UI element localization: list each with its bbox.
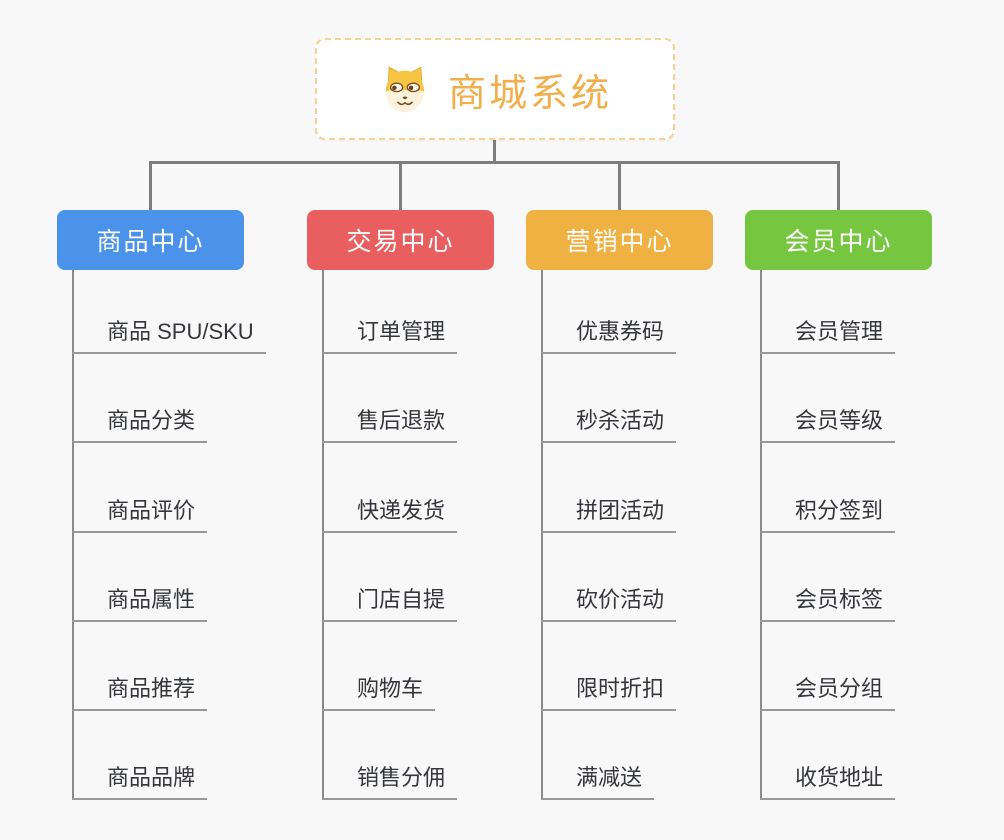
leaf-node[interactable]: 商品分类 xyxy=(72,409,208,443)
branch-node-product-center[interactable]: 商品中心 xyxy=(57,210,244,270)
connector-drop-trade xyxy=(399,162,402,210)
leaf-node[interactable]: 会员分组 xyxy=(760,677,896,711)
connector-drop-member xyxy=(837,162,840,210)
leaf-node[interactable]: 积分签到 xyxy=(760,499,896,533)
leaf-node[interactable]: 购物车 xyxy=(322,677,436,711)
dog-face-icon xyxy=(378,64,432,114)
branch-trunk-member xyxy=(760,270,762,800)
leaf-node[interactable]: 满减送 xyxy=(541,766,655,800)
leaf-node[interactable]: 商品评价 xyxy=(72,499,208,533)
branch-trunk-marketing xyxy=(541,270,543,800)
branch-node-trade-center[interactable]: 交易中心 xyxy=(307,210,494,270)
connector-drop-marketing xyxy=(618,162,621,210)
branch-trunk-trade xyxy=(322,270,324,800)
leaf-node[interactable]: 商品 SPU/SKU xyxy=(72,320,266,354)
leaf-node[interactable]: 拼团活动 xyxy=(541,499,677,533)
leaf-node[interactable]: 收货地址 xyxy=(760,766,896,800)
leaf-node[interactable]: 售后退款 xyxy=(322,409,458,443)
leaf-node[interactable]: 优惠券码 xyxy=(541,320,677,354)
leaf-node[interactable]: 会员等级 xyxy=(760,409,896,443)
connector-spine xyxy=(149,161,840,164)
root-node[interactable]: 商城系统 xyxy=(315,38,675,140)
leaf-node[interactable]: 订单管理 xyxy=(322,320,458,354)
leaf-node[interactable]: 砍价活动 xyxy=(541,588,677,622)
leaf-node[interactable]: 会员管理 xyxy=(760,320,896,354)
leaf-node[interactable]: 会员标签 xyxy=(760,588,896,622)
leaf-node[interactable]: 商品属性 xyxy=(72,588,208,622)
root-title: 商城系统 xyxy=(447,72,612,115)
leaf-node[interactable]: 销售分佣 xyxy=(322,766,458,800)
leaf-node[interactable]: 快递发货 xyxy=(322,499,458,533)
leaf-node[interactable]: 商品品牌 xyxy=(72,766,208,800)
connector-root-drop xyxy=(493,140,496,164)
branch-trunk-product xyxy=(72,270,74,800)
leaf-node[interactable]: 门店自提 xyxy=(322,588,458,622)
connector-drop-product xyxy=(149,162,152,210)
branch-node-marketing-center[interactable]: 营销中心 xyxy=(526,210,713,270)
branch-node-member-center[interactable]: 会员中心 xyxy=(745,210,932,270)
leaf-node[interactable]: 限时折扣 xyxy=(541,677,677,711)
leaf-node[interactable]: 商品推荐 xyxy=(72,677,208,711)
leaf-node[interactable]: 秒杀活动 xyxy=(541,409,677,443)
